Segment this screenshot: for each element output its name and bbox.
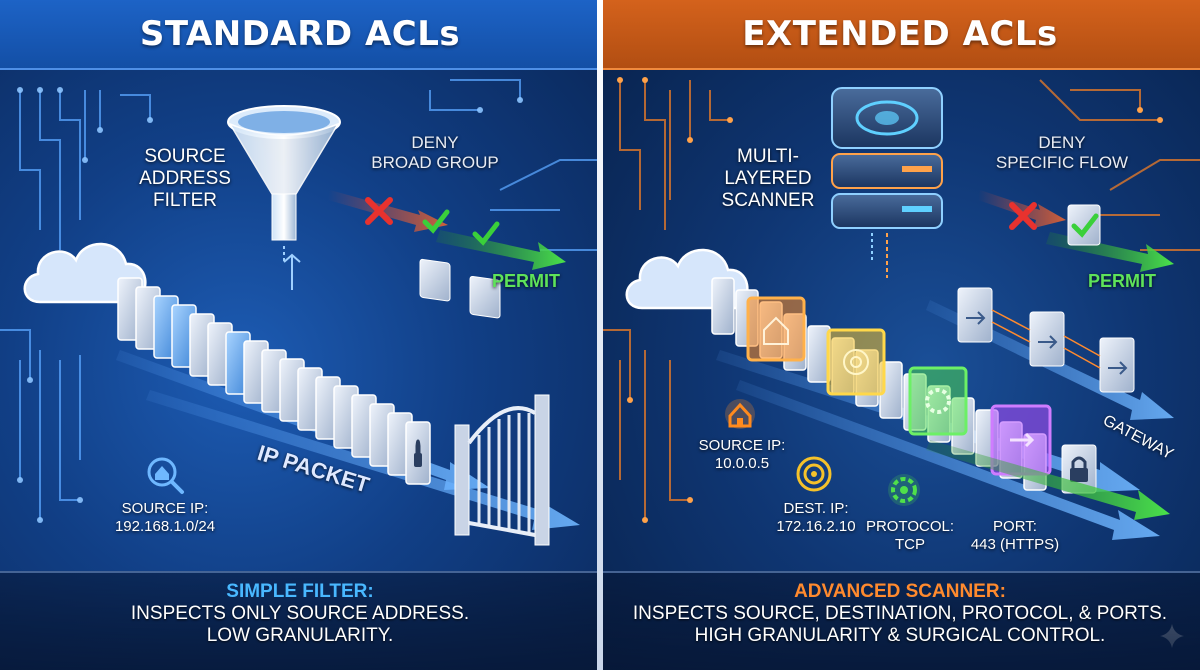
label-line: SCANNER xyxy=(721,190,815,211)
permit-flow-arrow xyxy=(1046,232,1174,272)
cloud-icon xyxy=(23,242,147,304)
label-line: MULTI- xyxy=(737,146,799,167)
packet-panel xyxy=(711,277,735,335)
gateway-icon xyxy=(957,287,1135,393)
circuit-nodes xyxy=(617,77,1163,523)
summary-line: INSPECTS SOURCE, DESTINATION, PROTOCOL, … xyxy=(632,603,1168,624)
protocol-callout: PROTOCOL: TCP xyxy=(862,518,958,554)
house-icon xyxy=(147,457,184,494)
label-line: LAYERED xyxy=(724,168,812,189)
summary-line: HIGH GRANULARITY & SURGICAL CONTROL. xyxy=(694,625,1106,646)
protocol-inspection-panel xyxy=(908,366,968,436)
port-value: 443 (HTTPS) xyxy=(970,536,1060,553)
permit-label: PERMIT xyxy=(1088,271,1157,291)
port-label: PORT: xyxy=(993,518,1037,535)
extended-acl-banner: EXTENDED ACLs xyxy=(600,0,1200,70)
packet-panel-stack xyxy=(117,277,431,485)
summary-line: LOW GRANULARITY. xyxy=(206,625,394,646)
server-stack-icon xyxy=(831,87,943,278)
standard-acl-illustration xyxy=(0,79,600,546)
standard-acl-panel: STANDARD ACLs SOURCE ADDRESS FILTER DENY… xyxy=(0,0,600,670)
funnel-icon xyxy=(227,105,341,261)
source-ip-label: SOURCE IP: xyxy=(121,500,209,517)
house-icon xyxy=(725,399,755,429)
summary-heading: ADVANCED SCANNER: xyxy=(794,581,1006,602)
label-line: FILTER xyxy=(152,190,218,211)
source-ip-value: 192.168.1.0/24 xyxy=(114,518,216,535)
gate-icon xyxy=(454,394,550,546)
checkmark-icon xyxy=(419,209,451,302)
padlock-icon xyxy=(414,439,422,467)
deny-flow-arrow xyxy=(328,190,448,232)
protocol-value: TCP xyxy=(895,536,925,553)
circuit-traces xyxy=(600,79,1200,520)
gear-icon xyxy=(888,474,920,506)
standard-acl-banner: STANDARD ACLs xyxy=(0,0,600,70)
extended-acl-title: EXTENDED ACLs xyxy=(742,14,1058,54)
x-mark-icon xyxy=(365,197,393,225)
source-ip-callout: SOURCE IP: 192.168.1.0/24 xyxy=(95,500,235,536)
extended-acl-panel: EXTENDED ACLs MULTI- LAYERED SCANNER DEN… xyxy=(600,0,1200,670)
dest-ip-value: 172.16.2.10 xyxy=(776,518,856,535)
standard-acl-summary: SIMPLE FILTER: INSPECTS ONLY SOURCE ADDR… xyxy=(0,571,600,670)
circuit-nodes xyxy=(17,87,523,523)
panel-divider xyxy=(597,0,603,670)
permit-label: PERMIT xyxy=(492,271,561,291)
label-line: ADDRESS xyxy=(139,168,231,189)
source-inspection-panel xyxy=(746,296,806,362)
deny-specific-flow-label: DENY SPECIFIC FLOW xyxy=(982,133,1142,173)
extended-acl-summary: ADVANCED SCANNER: INSPECTS SOURCE, DESTI… xyxy=(600,571,1200,670)
multi-layered-scanner-label: MULTI- LAYERED SCANNER xyxy=(708,146,828,212)
checkmark-icon xyxy=(469,221,501,319)
deny-broad-group-label: DENY BROAD GROUP xyxy=(365,133,505,173)
standard-acl-title: STANDARD ACLs xyxy=(139,14,461,54)
permit-flow-arrow xyxy=(926,440,1170,520)
deny-flow-arrow xyxy=(978,190,1066,228)
protocol-label: PROTOCOL: xyxy=(865,518,955,535)
port-callout: PORT: 443 (HTTPS) xyxy=(960,518,1070,554)
checkmark-icon xyxy=(1067,204,1101,246)
extended-acl-illustration xyxy=(600,77,1200,648)
summary-line: INSPECTS ONLY SOURCE ADDRESS. xyxy=(130,603,470,624)
circuit-traces xyxy=(0,79,600,520)
x-mark-icon xyxy=(1009,202,1037,230)
destination-ip-callout: DEST. IP: 172.16.2.10 xyxy=(766,500,866,536)
dest-ip-label: DEST. IP: xyxy=(783,500,849,517)
source-address-filter-label: SOURCE ADDRESS FILTER xyxy=(130,146,240,212)
label-line: SPECIFIC FLOW xyxy=(995,153,1129,172)
label-line: DENY xyxy=(1038,133,1086,152)
label-line: BROAD GROUP xyxy=(371,153,499,172)
summary-heading: SIMPLE FILTER: xyxy=(226,581,374,602)
permit-flow-arrow xyxy=(436,230,566,270)
target-icon xyxy=(796,456,832,492)
source-ip-callout: SOURCE IP: 10.0.0.5 xyxy=(692,437,792,473)
label-line: DENY xyxy=(411,133,459,152)
label-line: SOURCE xyxy=(144,146,226,167)
source-ip-value: 10.0.0.5 xyxy=(714,455,770,472)
source-ip-label: SOURCE IP: xyxy=(698,437,786,454)
destination-inspection-panel xyxy=(826,328,886,396)
